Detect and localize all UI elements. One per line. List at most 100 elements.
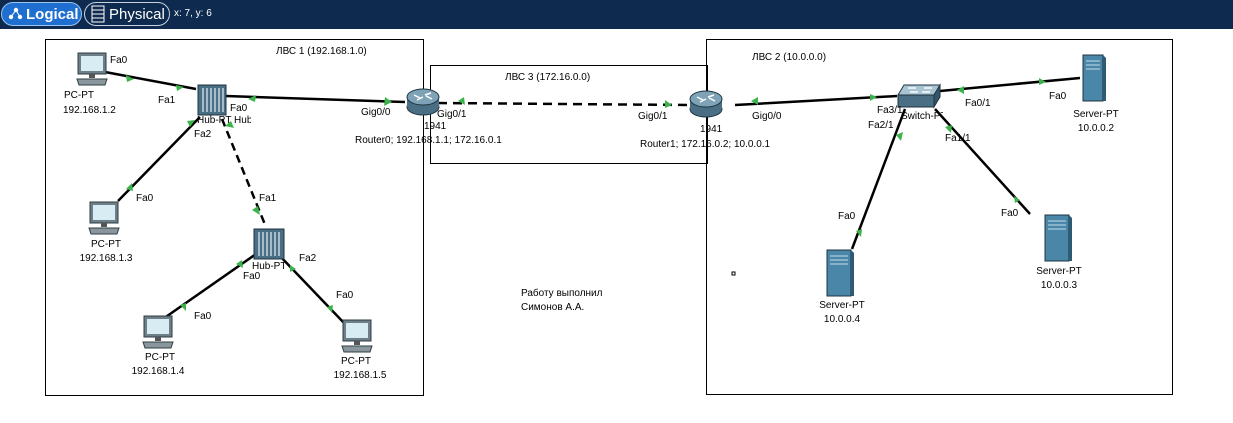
switch0-port-fa21: Fa2/1 [868, 120, 894, 131]
physical-view-icon [91, 5, 105, 23]
link-light [384, 97, 392, 106]
switch-icon[interactable] [896, 81, 942, 111]
hub0-name: Hub-PT Hub0 [197, 115, 251, 126]
tab-logical-label: Logical [26, 5, 79, 23]
workspace-toolbar: Logical Physical x: 7, y: 6 [0, 0, 1233, 29]
pc2-port-label: Fa0 [136, 193, 154, 204]
server-icon[interactable] [1081, 53, 1107, 103]
area-lan2[interactable] [706, 39, 1173, 395]
link-light [751, 97, 758, 105]
server3-type: Server-PT [819, 300, 865, 311]
router0-info: Router0; 192.168.1.1; 172.16.0.1 [355, 135, 502, 146]
link-light [187, 120, 195, 127]
tab-physical[interactable]: Physical [84, 2, 170, 26]
hub1-port-fa2: Fa2 [299, 253, 317, 264]
link-router0-router1[interactable] [437, 101, 689, 107]
tab-logical[interactable]: Logical [1, 2, 82, 26]
router0-port-gig00: Gig0/0 [361, 107, 391, 118]
server1-ip: 10.0.0.2 [1077, 123, 1115, 134]
area-lan1[interactable] [45, 39, 424, 396]
router1-port-gig01: Gig0/1 [638, 111, 668, 122]
area-lan1-label: ЛВС 1 (192.168.1.0) [276, 46, 367, 57]
link-light [1014, 196, 1020, 203]
router1-port-gig00: Gig0/0 [752, 111, 782, 122]
canvas-marker [731, 271, 736, 276]
router-icon[interactable] [405, 87, 441, 117]
logical-workspace[interactable]: ЛВС 1 (192.168.1.0) ЛВС 3 (172.16.0.0) Л… [0, 29, 1233, 423]
link-light [957, 86, 964, 94]
link-light [1039, 78, 1046, 85]
author-note-line2[interactable]: Симонов А.А. [521, 302, 585, 313]
link-switch0-server3[interactable] [850, 108, 907, 250]
switch0-port-fa01: Fa0/1 [965, 98, 991, 109]
pc-icon[interactable] [75, 51, 109, 87]
server1-port-label: Fa0 [1049, 91, 1067, 102]
hub0-port-fa2: Fa2 [194, 129, 212, 140]
router1-model: 1941 [700, 124, 723, 135]
link-light [252, 206, 260, 215]
link-light [176, 85, 184, 91]
switch0-port-fa11: Fa1/1 [945, 133, 971, 144]
router-icon[interactable] [688, 89, 724, 119]
link-light [126, 183, 133, 191]
router1-info: Router1; 172.16.0.2; 10.0.0.1 [640, 139, 771, 150]
switch0-port-fa31: Fa3/1 [877, 105, 903, 116]
link-hub0-router0[interactable] [225, 94, 406, 104]
link-light [458, 97, 465, 105]
pc4-type: PC-PT [341, 356, 371, 367]
pc1-ip: 192.168.1.2 [63, 105, 116, 116]
pc4-ip: 192.168.1.5 [333, 370, 387, 381]
hub1-name: Hub-PT Hub1 [252, 261, 288, 272]
hub-icon[interactable] [197, 84, 227, 116]
link-light [225, 121, 234, 128]
logical-view-icon [8, 7, 23, 20]
link-light [180, 303, 186, 311]
link-light [896, 132, 903, 141]
server2-port-label: Fa0 [1001, 208, 1019, 219]
link-pc1-hub0[interactable] [104, 70, 197, 91]
link-light [870, 94, 877, 101]
link-light [327, 305, 333, 313]
hub1-port-fa1: Fa1 [259, 193, 277, 204]
pc-icon[interactable] [87, 200, 121, 236]
links-layer [104, 70, 1081, 325]
server3-ip: 10.0.0.4 [823, 314, 861, 325]
area-lan2-label: ЛВС 2 (10.0.0.0) [752, 52, 827, 63]
server-icon[interactable] [1043, 213, 1073, 263]
tab-physical-label: Physical [109, 5, 165, 23]
pc3-port-label: Fa0 [194, 311, 212, 322]
pc1-port-label: Fa0 [110, 55, 128, 66]
hub0-port-fa0: Fa0 [230, 103, 248, 114]
cursor-coordinates: x: 7, y: 6 [174, 8, 212, 19]
link-light [665, 100, 672, 108]
hub-icon[interactable] [253, 228, 285, 260]
router0-port-gig01: Gig0/1 [437, 109, 467, 120]
link-light [236, 260, 243, 268]
link-light [126, 75, 134, 82]
pc-icon[interactable] [141, 314, 175, 350]
server2-type: Server-PT [1036, 266, 1082, 277]
server3-port-label: Fa0 [838, 211, 856, 222]
server2-ip: 10.0.0.3 [1040, 280, 1078, 291]
hub0-port-fa1: Fa1 [158, 95, 176, 106]
author-note-line1[interactable]: Работу выполнил [521, 288, 603, 299]
pc2-ip: 192.168.1.3 [79, 253, 133, 264]
link-hub1-pc4[interactable] [277, 253, 346, 325]
link-light [290, 265, 296, 272]
hub1-port-fa0: Fa0 [243, 271, 261, 282]
pc2-type: PC-PT [91, 239, 121, 250]
link-hub0-hub1[interactable] [220, 118, 268, 228]
pc3-ip: 192.168.1.4 [131, 366, 185, 377]
pc-icon[interactable] [340, 318, 374, 354]
pc4-port-label: Fa0 [336, 290, 354, 301]
link-light [945, 125, 952, 133]
link-light [248, 95, 256, 102]
server1-type: Server-PT [1073, 109, 1119, 120]
link-light [856, 229, 862, 237]
pc3-type: PC-PT [145, 352, 175, 363]
switch0-name: Switch-PT Switch0 [901, 111, 943, 122]
router0-model: 1941 [424, 121, 447, 132]
server-icon[interactable] [825, 248, 855, 298]
pc1-type: PC-PT [64, 90, 94, 101]
area-lan3-label: ЛВС 3 (172.16.0.0) [505, 72, 591, 83]
